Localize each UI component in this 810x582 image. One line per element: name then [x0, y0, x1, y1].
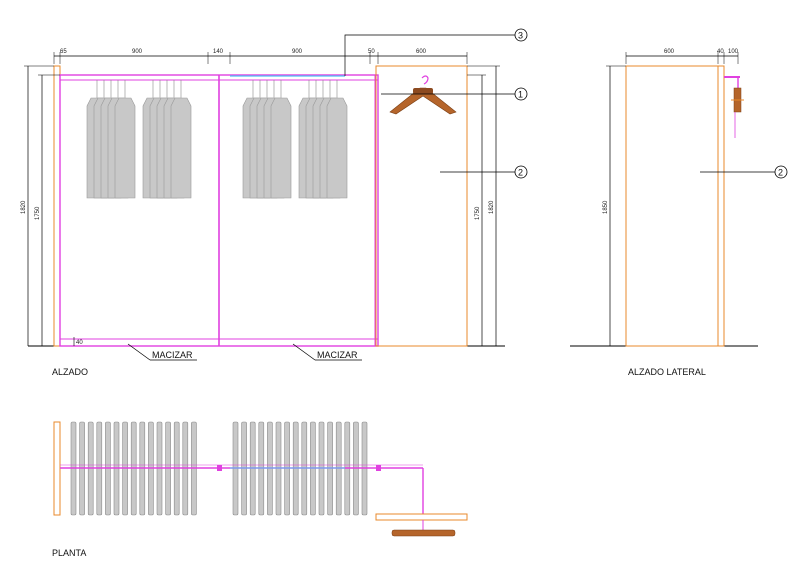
garment-shirt: [114, 97, 136, 199]
svg-text:100: 100: [728, 49, 739, 55]
left-panel: [53, 65, 61, 347]
svg-text:2: 2: [778, 168, 783, 178]
svg-text:900: 900: [132, 49, 143, 55]
side-elevation: 600 40 100 1850 2 ALZADO LATERAL: [570, 49, 788, 377]
view-title-alzado: ALZADO: [52, 367, 88, 377]
svg-text:50: 50: [368, 49, 375, 55]
svg-text:2: 2: [518, 168, 523, 178]
garment-groups: [86, 80, 348, 199]
left-height-dimensions: 1820 1750: [21, 65, 60, 346]
svg-text:600: 600: [416, 49, 427, 55]
side-panel: [625, 65, 719, 347]
svg-text:140: 140: [213, 49, 224, 55]
garment-group: [298, 80, 348, 199]
macizar-note-1: MACIZAR: [127, 343, 197, 361]
svg-text:3: 3: [518, 31, 523, 41]
plan-left-panel: [53, 421, 61, 516]
plan-view: PLANTA: [52, 421, 468, 558]
callout-2-side: 2: [700, 165, 788, 179]
callout-1: 1: [381, 87, 528, 101]
svg-text:40: 40: [717, 49, 724, 55]
hanger-icon: [389, 75, 457, 115]
base-dimension: 40: [76, 340, 83, 346]
svg-text:65: 65: [60, 49, 67, 55]
svg-text:1820: 1820: [489, 200, 495, 214]
plan-end-panel: [375, 513, 468, 521]
macizar-note-2: MACIZAR: [292, 343, 362, 361]
svg-text:MACIZAR: MACIZAR: [317, 350, 358, 360]
svg-text:600: 600: [664, 49, 675, 55]
svg-text:1850: 1850: [603, 200, 609, 214]
callout-3: 3: [344, 28, 528, 76]
svg-text:900: 900: [292, 49, 303, 55]
garment-group: [86, 80, 136, 199]
svg-text:1750: 1750: [35, 206, 41, 220]
garment-shirt: [270, 97, 292, 199]
svg-text:1820: 1820: [21, 200, 27, 214]
end-panel: [375, 65, 468, 347]
garment-shirt: [170, 97, 192, 199]
front-elevation: 40 MACIZAR MACIZAR 65 900 140 900 50: [21, 28, 528, 377]
top-dimensions: 65 900 140 900 50 600: [53, 49, 468, 64]
svg-text:1: 1: [518, 90, 523, 100]
garment-group: [142, 80, 192, 199]
plan-hanger-icon: [391, 529, 456, 537]
view-title-alzado-lateral: ALZADO LATERAL: [628, 367, 706, 377]
callout-2: 2: [440, 165, 528, 179]
garment-group: [242, 80, 292, 199]
svg-text:1750: 1750: [475, 206, 481, 220]
garment-shirt: [326, 97, 348, 199]
view-title-planta: PLANTA: [52, 548, 86, 558]
svg-text:MACIZAR: MACIZAR: [152, 350, 193, 360]
right-height-dimensions: 1750 1820: [467, 65, 500, 346]
